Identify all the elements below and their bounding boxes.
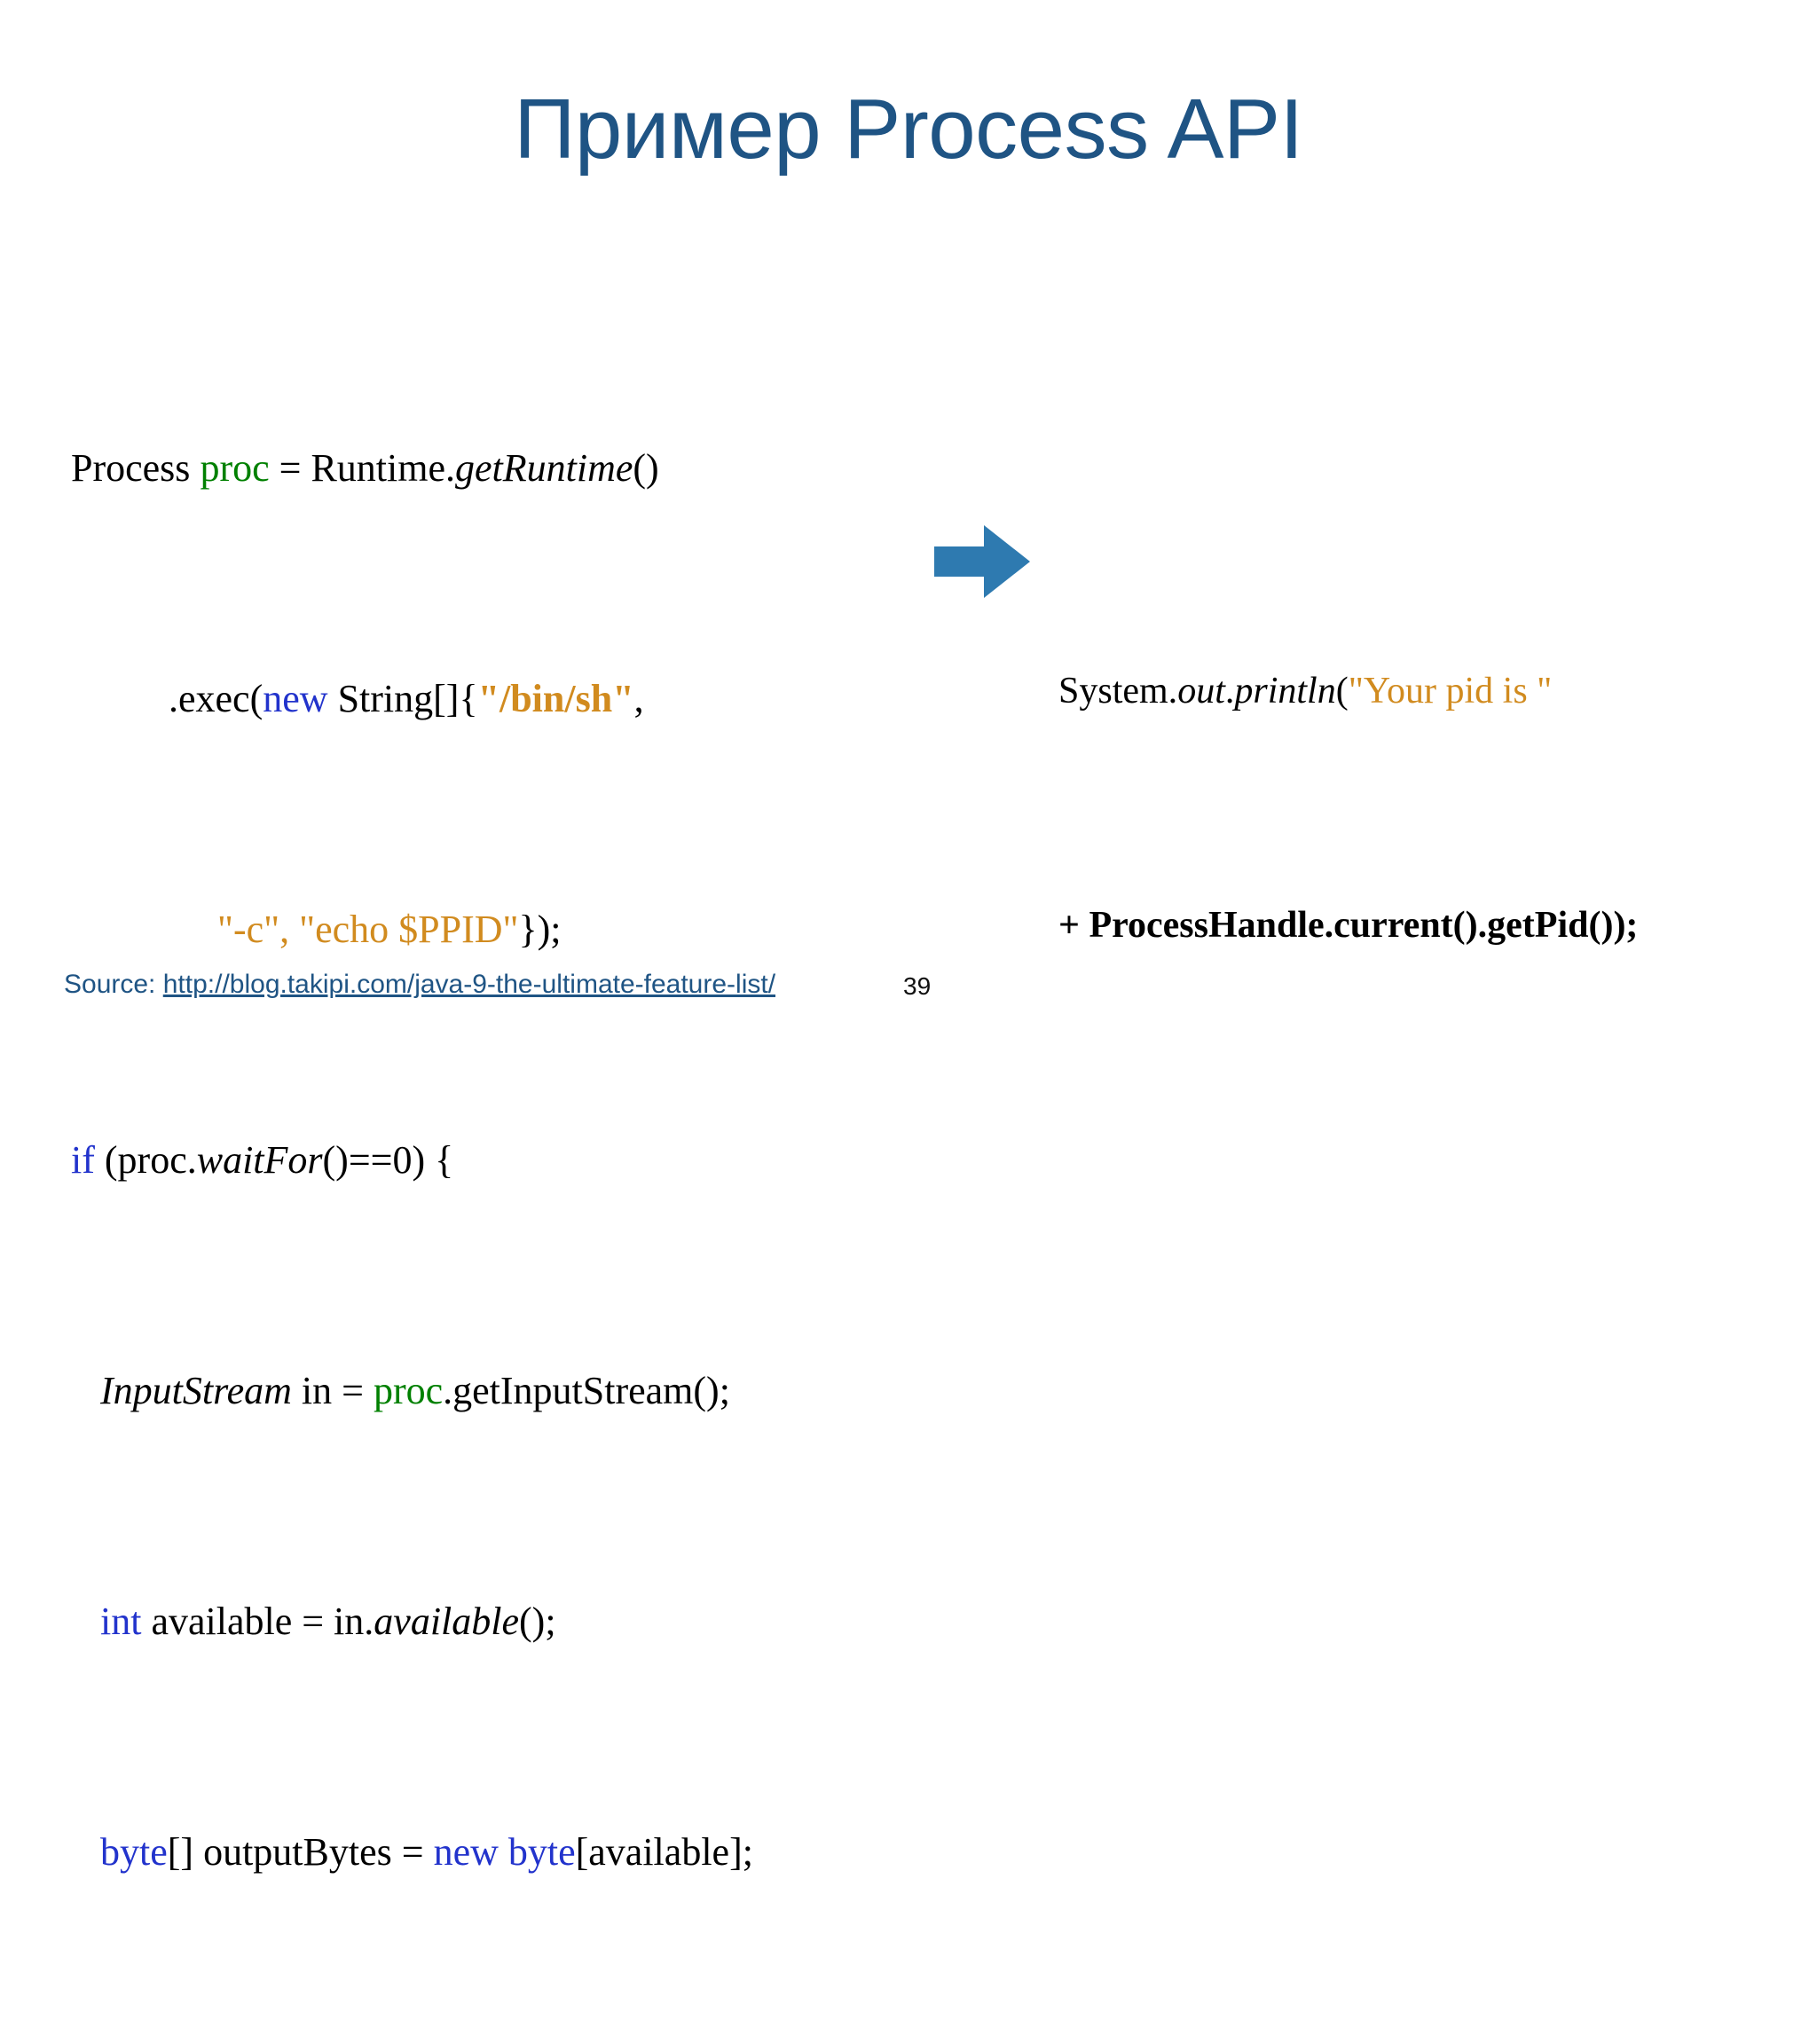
source-footer: Source: http://blog.takipi.com/java-9-th…	[64, 970, 775, 1000]
code-token: System.	[1058, 671, 1178, 711]
code-token: ();	[519, 1600, 556, 1643]
code-token: (proc.	[94, 1138, 197, 1182]
code-token-keyword: if	[71, 1138, 95, 1182]
code-token: String[]{	[327, 677, 478, 720]
source-label: Source:	[64, 970, 163, 999]
code-token: (	[1335, 671, 1349, 711]
left-code-block: Process proc = Runtime.getRuntime() .exe…	[71, 266, 753, 2044]
code-token: ()==0) {	[322, 1138, 454, 1182]
code-line-6: int available = in.available();	[71, 1592, 753, 1650]
right-code-line-1: System.out.println("Your pid is "	[1058, 662, 1638, 720]
code-token-method: getPid	[1487, 905, 1589, 946]
right-code-line-2: + ProcessHandle.current().getPid());	[1058, 896, 1638, 955]
code-token: +	[1058, 905, 1089, 946]
arrow-svg	[934, 525, 1030, 598]
code-line-5: InputStream in = proc.getInputStream();	[71, 1362, 753, 1419]
right-arrow-icon	[934, 523, 1032, 600]
code-line-2: .exec(new String[]{"/bin/sh",	[71, 670, 753, 727]
code-token: });	[518, 908, 562, 951]
code-token-keyword: byte	[100, 1830, 168, 1874]
code-token-string: "echo $PPID"	[299, 908, 519, 951]
code-token: ,	[279, 908, 300, 951]
code-token	[71, 908, 217, 951]
page-title: Пример Process API	[514, 82, 1303, 177]
code-token-field: out	[1177, 671, 1225, 711]
code-token	[71, 1369, 100, 1412]
code-token: ());	[1588, 905, 1639, 946]
right-code-block: System.out.println("Your pid is " + Proc…	[1058, 486, 1638, 1072]
code-token: in =	[291, 1369, 374, 1412]
code-line-3: "-c", "echo $PPID"});	[71, 900, 753, 958]
code-token-keyword: new byte	[433, 1830, 576, 1874]
code-token-type: ProcessHandle	[1089, 905, 1325, 946]
code-token-string: "Your pid is "	[1348, 671, 1553, 711]
code-token: ,	[633, 677, 644, 720]
code-token-method: available	[374, 1600, 520, 1643]
code-token: [] outputBytes =	[167, 1830, 434, 1874]
code-token-method: current	[1333, 905, 1453, 946]
code-token: .getInputStream();	[443, 1369, 730, 1412]
page-number: 39	[903, 972, 932, 1000]
code-token: [available];	[575, 1830, 753, 1874]
code-token: .	[1224, 671, 1235, 711]
code-token-keyword: int	[100, 1600, 142, 1643]
code-token-string: "/bin/sh"	[477, 677, 634, 720]
code-token-method: getRuntime	[455, 446, 633, 490]
code-token-string: "-c"	[217, 908, 280, 951]
code-token-keyword: new	[263, 677, 328, 720]
source-link[interactable]: http://blog.takipi.com/java-9-the-ultima…	[162, 970, 776, 999]
code-token-variable: proc	[200, 446, 270, 490]
code-token: .	[1324, 905, 1334, 946]
code-line-7: byte[] outputBytes = new byte[available]…	[71, 1823, 753, 1881]
code-token	[71, 1830, 100, 1874]
code-token: .	[1477, 905, 1488, 946]
code-token: .exec(	[71, 677, 264, 720]
code-token	[71, 1600, 100, 1643]
code-token-variable: proc	[373, 1369, 444, 1412]
code-token-method: waitFor	[196, 1138, 323, 1182]
code-token-method: println	[1234, 671, 1336, 711]
code-line-1: Process proc = Runtime.getRuntime()	[71, 439, 753, 497]
code-token: = Runtime.	[269, 446, 455, 490]
code-token: Process	[71, 446, 201, 490]
code-token: ()	[633, 446, 659, 490]
code-token-type: InputStream	[100, 1369, 292, 1412]
code-token: available = in.	[141, 1600, 374, 1643]
code-line-4: if (proc.waitFor()==0) {	[71, 1131, 753, 1189]
code-token: ()	[1452, 905, 1478, 946]
